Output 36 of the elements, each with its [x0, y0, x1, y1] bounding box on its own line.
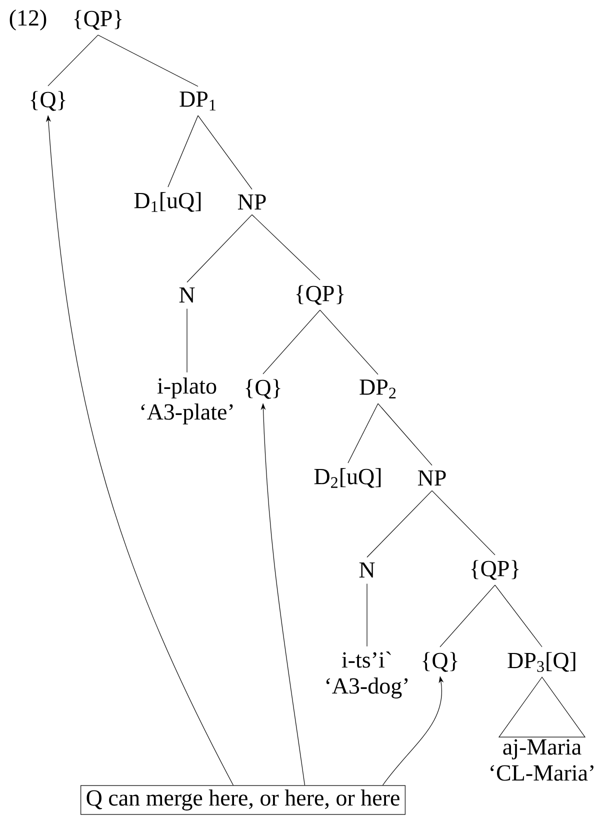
tree-label: D$_{2}$[uQ] [314, 468, 381, 488]
tree-branch [168, 115, 198, 188]
tree-branch [98, 34, 198, 87]
tree-branch [320, 310, 378, 375]
tree-label: {QP} [296, 285, 344, 305]
tree-branch [186, 214, 252, 283]
gloss-text: i-plato ‘A3-plate’ [141, 378, 233, 424]
tree-branch [378, 403, 432, 466]
tree-label: {Q} [30, 91, 66, 111]
tree-branch [186, 308, 188, 373]
example-number: (12) [10, 10, 46, 30]
tree-branch [348, 403, 378, 464]
tree-branch [48, 34, 98, 86]
gloss-text: aj-Maria ‘CL-Maria’ [490, 739, 594, 781]
tree-branch [366, 583, 368, 647]
tree-branch [432, 490, 496, 556]
tree-branch [440, 584, 496, 648]
tree-label: NP [418, 470, 446, 486]
tree-label: {QP} [471, 560, 519, 580]
tree-label: {Q} [246, 379, 280, 399]
tree-branch [494, 584, 542, 648]
tree-label: {Q} [422, 652, 458, 672]
tree-branch [262, 310, 320, 374]
tree-label: DP$_{2}$ [360, 380, 396, 398]
tree-label: N [179, 287, 195, 303]
tree-label: DP$_{1}$ [180, 92, 216, 110]
tree-label: N [359, 562, 375, 578]
tree-branch [366, 490, 432, 558]
tree-label: D$_{1}$[uQ] [134, 192, 201, 212]
tree-label: DP$_{3}$[Q] [508, 652, 576, 672]
tree-branch [252, 214, 320, 280]
gloss-text: i-ts’i` ‘A3-dog’ [326, 652, 408, 698]
tree-label: {QP} [74, 10, 122, 30]
tree-branch [198, 115, 252, 190]
tree-label: NP [238, 194, 266, 210]
text-box: Q can merge here, or here, or here [80, 785, 406, 815]
